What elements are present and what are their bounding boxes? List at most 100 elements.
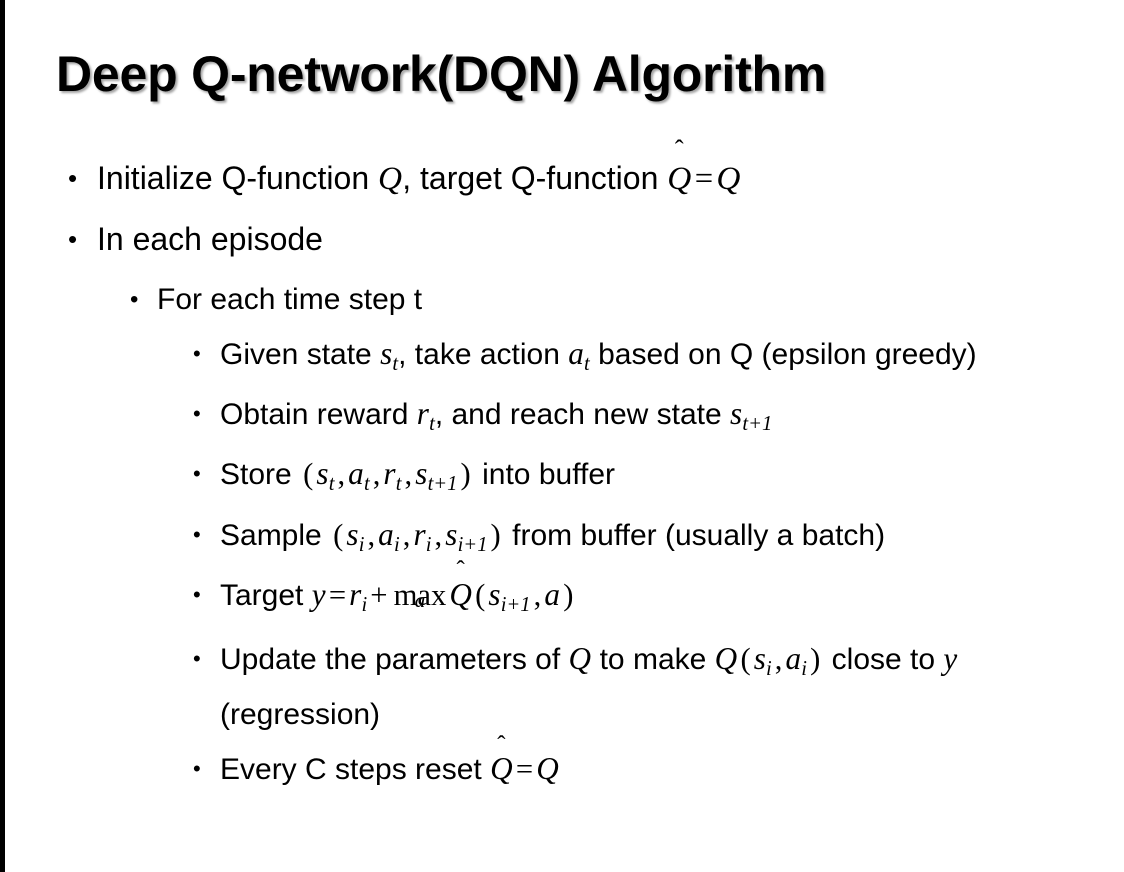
subscript-i: i (361, 593, 368, 616)
math-paren-open: ( (303, 457, 314, 492)
math-paren-close: ) (810, 641, 821, 676)
math-s: st (316, 456, 335, 496)
subscript-i: i (358, 533, 365, 556)
bullet-given-state-text: Given state st, take action at based on … (220, 331, 1094, 387)
math-a: at (568, 336, 590, 376)
bullet-marker: • (193, 461, 201, 487)
math-comma: , (337, 457, 346, 492)
text-run: Update the parameters of (220, 642, 569, 676)
math-r: rt (416, 396, 435, 436)
bullet-for-each-time-step-text: For each time step t (157, 283, 423, 316)
bullet-store-transition: • Store (st,at,rt,st+1) into buffer (0, 451, 1124, 507)
math-y: y (943, 640, 958, 676)
bullet-marker: • (68, 163, 78, 193)
math-r: ri (413, 516, 432, 556)
subscript-t-plus-1: t+1 (427, 473, 458, 496)
math-s: st (380, 336, 399, 376)
text-run: , and reach new state (434, 398, 731, 432)
max-under-index: a (414, 588, 426, 613)
math-equals: = (328, 577, 347, 612)
text-run: Initialize Q-function (97, 160, 379, 196)
math-a: a (544, 576, 561, 612)
text-run: , target Q-function (402, 160, 668, 196)
text-run: to make (591, 642, 715, 676)
text-run: Every C steps reset (220, 753, 491, 787)
math-paren-close: ) (563, 577, 574, 612)
bullet-in-each-episode-text: In each episode (97, 221, 323, 257)
bullet-given-state: • Given state st, take action at based o… (0, 331, 1124, 387)
math-q-hat: Q̂ (667, 133, 692, 197)
math-s: si (753, 640, 772, 681)
bullet-marker: • (68, 224, 78, 254)
math-s-next: st+1 (415, 456, 458, 496)
math-paren-open: ( (740, 641, 751, 676)
math-a: ai (785, 640, 808, 681)
math-s-next: si+1 (445, 516, 488, 556)
math-y: y (311, 576, 326, 612)
math-comma: , (774, 641, 783, 676)
bullet-store-transition-text: Store (st,at,rt,st+1) into buffer (220, 451, 1094, 507)
bullet-marker: • (193, 645, 201, 671)
page-title: Deep Q-network(DQN) Algorithm (56, 46, 827, 102)
math-comma: , (402, 517, 411, 552)
subscript-t-plus-1: t+1 (742, 413, 773, 436)
bullet-reset-target-network-text: Every C steps reset Q̂=Q (220, 731, 1094, 793)
math-comma: , (434, 517, 443, 552)
subscript-t: t (395, 473, 402, 496)
bullet-marker: • (130, 286, 139, 313)
text-run: Target (220, 578, 312, 612)
math-r: ri (349, 576, 368, 616)
math-q: Q (568, 640, 592, 676)
text-run: Sample (220, 518, 331, 552)
math-comma: , (533, 577, 542, 612)
math-q-hat: Q̂ (449, 557, 473, 612)
bullet-marker: • (193, 521, 201, 547)
bullet-update-parameters: • Update the parameters of Q to make Q(s… (0, 636, 1124, 738)
left-edge-strip (0, 0, 5, 872)
text-run: into buffer (473, 458, 615, 492)
bullet-marker: • (193, 756, 201, 782)
text-run: Obtain reward (220, 398, 417, 432)
math-comma: , (404, 457, 413, 492)
subscript-t: t (392, 353, 399, 376)
bullet-sample-batch: • Sample (si,ai,ri,si+1) from buffer (us… (0, 512, 1124, 568)
subscript-t: t (328, 473, 335, 496)
subscript-i: i (801, 658, 808, 681)
text-run: close to (823, 642, 944, 676)
text-run: from buffer (usually a batch) (503, 518, 886, 552)
math-q2: Q (714, 640, 738, 676)
math-a: ai (378, 516, 400, 556)
math-equals: = (515, 752, 534, 787)
subscript-i-plus-1: i+1 (457, 533, 488, 556)
math-plus: + (370, 577, 388, 612)
subscript-t: t (429, 413, 435, 436)
subscript-i: i (393, 533, 400, 556)
bullet-sample-batch-text: Sample (si,ai,ri,si+1) from buffer (usua… (220, 512, 1094, 568)
text-run: Given state (220, 338, 381, 371)
bullet-marker: • (193, 581, 201, 607)
math-s-next: st+1 (730, 396, 773, 436)
text-run: (regression) (220, 698, 381, 732)
text-run: Store (220, 458, 301, 492)
bullet-marker: • (193, 341, 201, 366)
bullet-for-each-time-step: • For each time step t (0, 273, 1124, 327)
subscript-t: t (584, 353, 590, 376)
bullet-reset-target-network: • Every C steps reset Q̂=Q (0, 731, 1124, 793)
math-q: Q (536, 751, 559, 787)
bullet-marker: • (193, 401, 201, 427)
subscript-i-plus-1: i+1 (500, 593, 531, 616)
bullet-update-parameters-text: Update the parameters of Q to make Q(si,… (220, 636, 1094, 738)
algorithm-outline: • Initialize Q-function Q, target Q-func… (0, 133, 1124, 793)
math-paren-open: ( (475, 577, 486, 612)
math-s-next: si+1 (488, 576, 531, 616)
math-r: rt (383, 456, 402, 496)
math-q-hat: Q̂ (490, 731, 513, 787)
math-paren-close: ) (490, 517, 501, 552)
bullet-obtain-reward-text: Obtain reward rt, and reach new state st… (220, 391, 1094, 447)
subscript-t: t (363, 473, 370, 496)
bullet-initialize: • Initialize Q-function Q, target Q-func… (0, 133, 1124, 209)
bullet-initialize-text: Initialize Q-function Q, target Q-functi… (97, 133, 1124, 209)
subscript-i: i (766, 658, 772, 681)
